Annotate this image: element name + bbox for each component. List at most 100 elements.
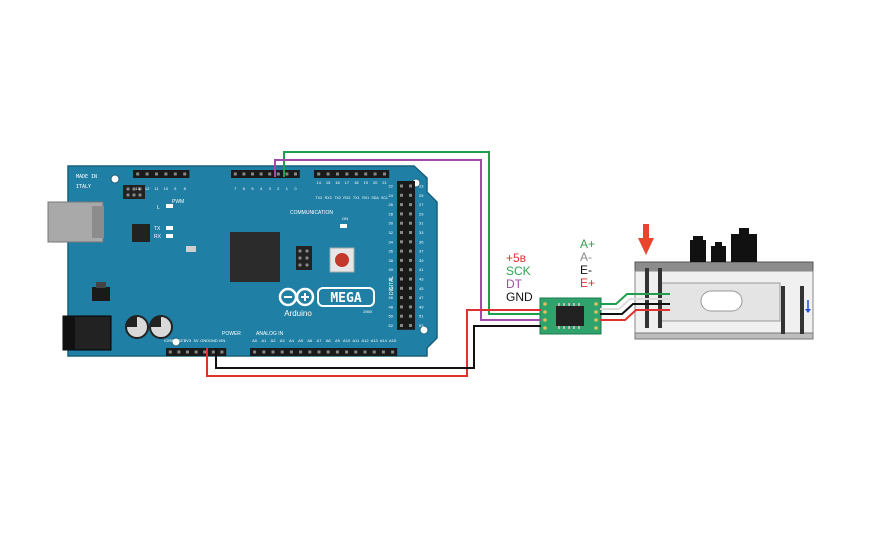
pin-label: A15 — [389, 338, 397, 343]
pin-label: A1 — [261, 338, 267, 343]
label-e-minus: E- — [580, 263, 592, 277]
pin-label: A7 — [317, 338, 323, 343]
arduino-mega-board: MADE IN ITALY PWM L TX RX ON COMMUNICATI… — [47, 165, 438, 357]
pin-label: 19 — [363, 180, 368, 185]
pin-label: 21 — [382, 180, 387, 185]
reset-button-cap[interactable] — [335, 253, 349, 267]
mega-logo-text: MEGA — [330, 291, 361, 306]
label-sck: SCK — [506, 264, 531, 278]
label-a-minus: A- — [580, 250, 592, 264]
pin-label: 51 — [419, 314, 424, 319]
voltage-regulator-tab — [96, 282, 106, 288]
pin-label: 47 — [419, 295, 424, 300]
force-arrow-icon — [638, 224, 654, 255]
header-pin — [400, 193, 403, 197]
icsp-header — [123, 185, 145, 199]
tx-label: TX — [154, 226, 161, 232]
pin-label: 4 — [260, 186, 263, 191]
pin-label: A2 — [271, 338, 277, 343]
pin-label: GND — [209, 338, 218, 343]
weights — [690, 228, 757, 262]
wire-gnd — [215, 325, 541, 369]
pin-label: A10 — [343, 338, 351, 343]
icsp-header-main — [296, 246, 312, 270]
header-pin — [400, 286, 403, 290]
pin-label: 48 — [389, 304, 394, 309]
header-pin — [177, 350, 181, 354]
pin-label: A14 — [380, 338, 388, 343]
led-l — [166, 204, 173, 208]
pin-label: 25 — [419, 193, 424, 198]
pin-label: 14 — [316, 180, 321, 185]
header-pin — [289, 350, 293, 354]
header-pin — [271, 350, 275, 354]
wires — [206, 151, 670, 377]
header-pin — [164, 172, 168, 176]
hx711-board — [539, 297, 602, 335]
pin-label: 26 — [389, 202, 394, 207]
wire-a-minus — [600, 298, 670, 310]
comm-pin-label: SCL — [381, 196, 388, 200]
pin-label: IOREF — [164, 338, 177, 343]
pin-label: 18 — [354, 180, 359, 185]
header-housing — [133, 170, 190, 178]
header-pin — [136, 172, 140, 176]
pin-label: 5V — [194, 338, 199, 343]
comm-pin-label: RX2 — [343, 196, 350, 200]
header-pin — [409, 286, 412, 290]
header-pin — [364, 172, 368, 176]
pin-label: 3V3 — [184, 338, 192, 343]
wire-5v — [206, 309, 541, 377]
header-pin — [345, 172, 349, 176]
pin-label: 31 — [419, 221, 424, 226]
header-pin — [285, 172, 289, 176]
header-pin — [336, 172, 339, 176]
led-tx — [166, 226, 173, 230]
pin-label: 52 — [389, 323, 394, 328]
header-pin — [186, 350, 189, 354]
pin-label: 15 — [326, 180, 331, 185]
pin-label: A6 — [307, 338, 313, 343]
pin-label: 38 — [389, 258, 394, 263]
header-housing — [250, 348, 398, 356]
header-pin — [354, 350, 358, 354]
mounting-hole — [171, 337, 181, 347]
pin-label: 28 — [389, 211, 394, 216]
italy-label: ITALY — [76, 184, 91, 190]
led-l-label: L — [157, 205, 160, 211]
pin-label: 34 — [389, 239, 394, 244]
pin-label: 49 — [419, 304, 424, 309]
rx-label: RX — [154, 234, 162, 240]
header-pin — [400, 249, 403, 253]
comm-pin-label: TX1 — [353, 196, 360, 200]
pin-label: 0 — [294, 186, 297, 191]
header-pin — [276, 172, 280, 176]
pin-label: A5 — [298, 338, 304, 343]
mount-bolt — [781, 286, 785, 334]
comm-pin-label: RX1 — [362, 196, 369, 200]
main-microcontroller — [230, 232, 280, 282]
header-pin — [251, 172, 254, 176]
comm-pin-label: TX2 — [334, 196, 341, 200]
pin-label: GND — [200, 338, 209, 343]
led-rx — [166, 234, 173, 238]
made-in-label: MADE IN — [76, 174, 97, 180]
load-cell-assembly — [634, 224, 814, 340]
header-pin — [409, 221, 412, 225]
pin-label: 35 — [419, 239, 424, 244]
pin-label: 3 — [269, 186, 272, 191]
header-pin — [253, 350, 257, 354]
communication-label: COMMUNICATION — [290, 210, 333, 216]
header-pin — [400, 212, 403, 216]
pin-label: A4 — [289, 338, 295, 343]
header-housing — [231, 170, 300, 178]
load-cell-labels: A+ A- E- E+ — [580, 237, 595, 290]
pin-label: 23 — [419, 184, 424, 189]
header-pin — [400, 314, 403, 318]
led-on — [340, 224, 347, 228]
header-pin — [168, 350, 172, 354]
header-pin — [409, 277, 412, 281]
